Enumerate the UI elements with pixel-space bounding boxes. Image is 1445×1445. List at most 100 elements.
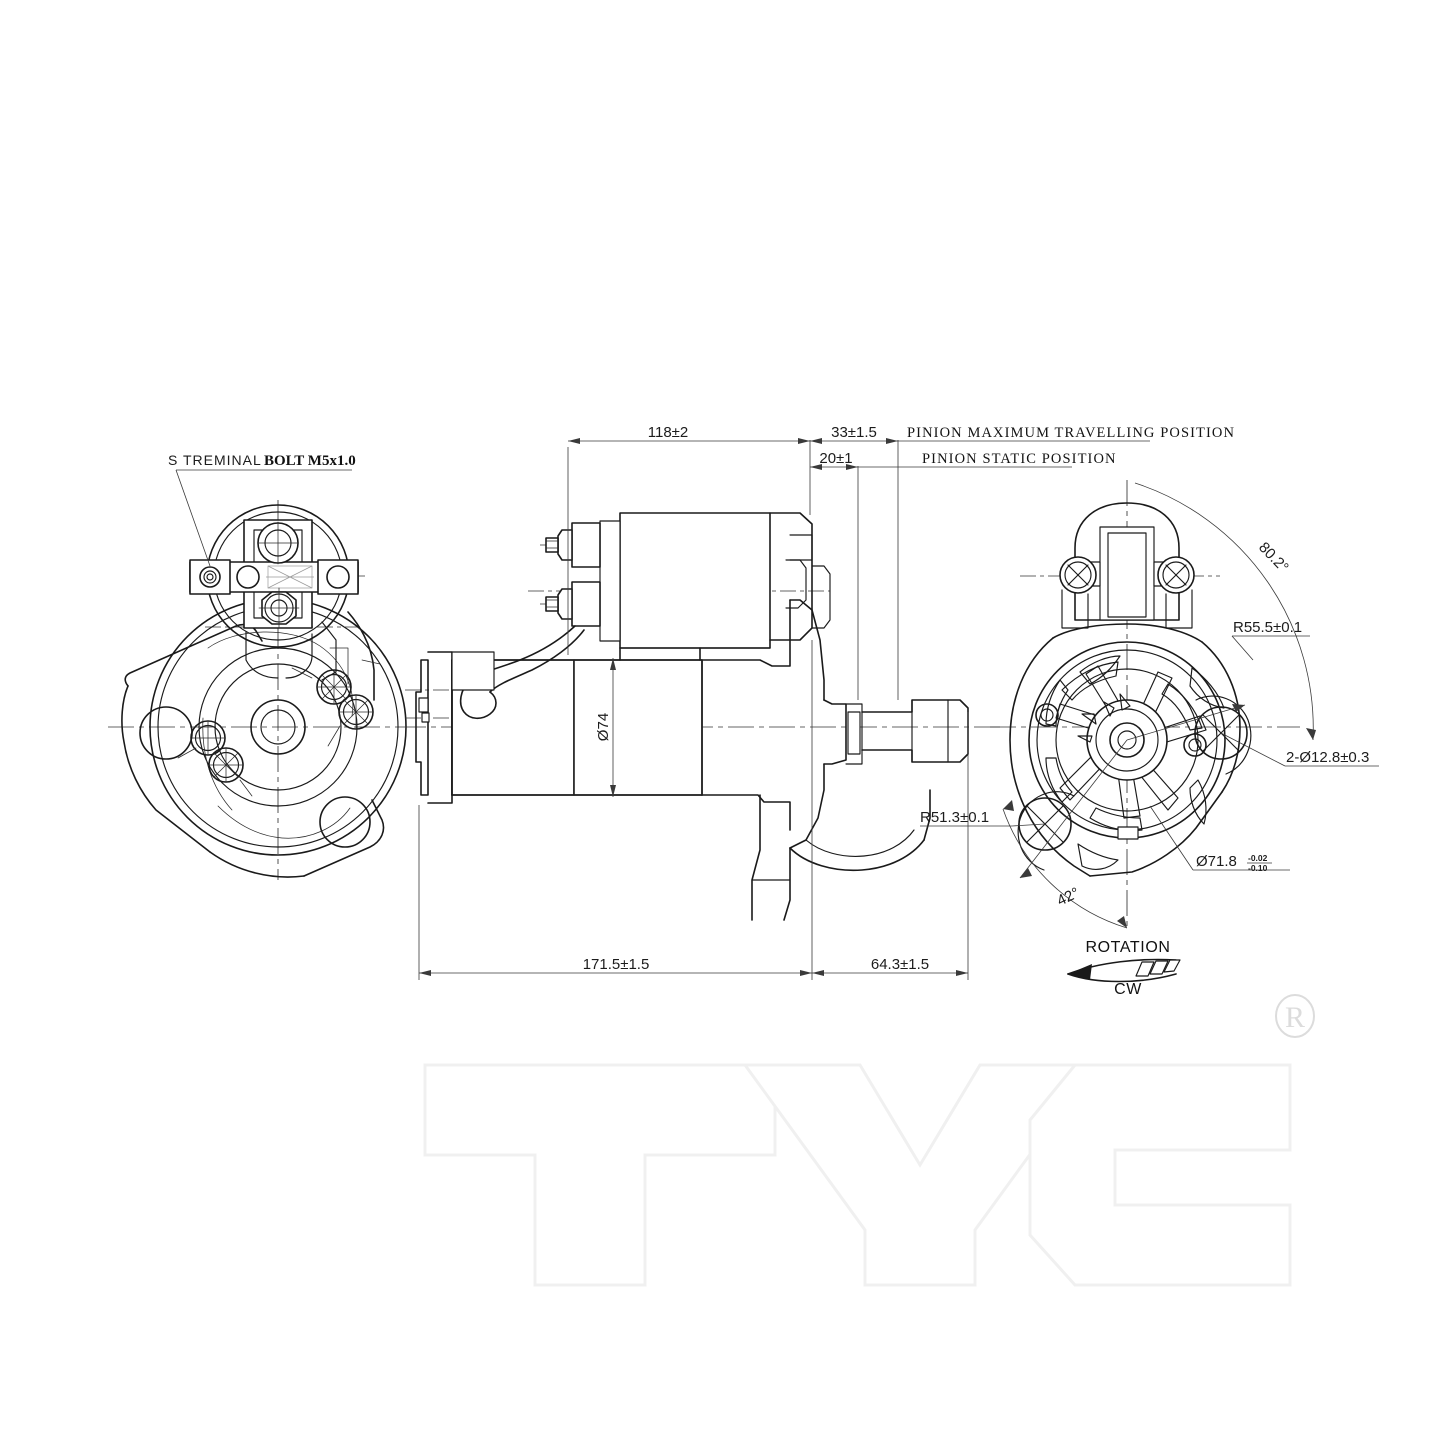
mount-foot-riser: [923, 789, 931, 841]
nose-housing-upper: [789, 599, 825, 701]
s-terminal-hole: [199, 566, 221, 588]
bolt-head-lower: [258, 587, 300, 629]
boss-leader-2: [327, 725, 341, 747]
motor-yoke-right-segment: [573, 659, 703, 796]
arrow-118-left: [568, 438, 580, 444]
dim-angle-42: 42°: [1054, 884, 1082, 909]
note-pinion-static: PINION STATIC POSITION: [922, 451, 1117, 467]
arrow-dia74-top: [610, 658, 616, 670]
nose-housing-lower: [789, 763, 825, 849]
cast-pocket-3: [1045, 757, 1073, 803]
solenoid-rear-cap: [769, 512, 813, 641]
rear-cap-notch: [418, 697, 429, 713]
rotation-arrow-feather: [1135, 959, 1181, 977]
gear-housing-right: [783, 847, 791, 921]
field-lead-inner: [489, 629, 585, 693]
radius-line-r55-5: [1126, 704, 1246, 741]
housing-right-contour: [1201, 641, 1241, 793]
middle-view-side-elevation: 118±2 33±1.5 20±1 PINION MAXIMUM TRAVELL…: [400, 424, 1235, 980]
label-s-terminal: S TREMINAL: [168, 452, 262, 468]
solenoid-bolt-left: [1059, 556, 1097, 594]
rotation-arrow-head: [1068, 964, 1092, 980]
arrow-dia74-bottom: [610, 785, 616, 797]
lead-terminal-block: [451, 651, 495, 691]
dim-118: 118±2: [648, 424, 689, 441]
arrow-42-left: [1003, 800, 1014, 811]
screw-boss-upper-right: [316, 669, 352, 705]
dim-33: 33±1.5: [831, 424, 877, 441]
housing-upper-right-wall: [347, 611, 375, 701]
dim-angle-80-2: 80.2°: [1255, 539, 1292, 576]
relief-triangle-4: [1189, 779, 1207, 825]
dim-r55-5: R55.5±0.1: [1233, 619, 1302, 636]
solenoid-bracket-arm: [321, 621, 337, 681]
arrow-64-right: [956, 970, 968, 976]
drive-housing-bottom: [701, 794, 791, 831]
arrow-64-left: [812, 970, 824, 976]
s-terminal-hole-core: [206, 573, 214, 581]
solenoid-body: [619, 512, 771, 649]
arrow-20-right: [846, 464, 858, 470]
arrow-33-right: [886, 438, 898, 444]
solenoid-rear-detail: [789, 534, 813, 561]
arrow-171-left: [419, 970, 431, 976]
spring-hatch-region: [266, 565, 314, 589]
pinion-position-notes: PINION MAXIMUM TRAVELLING POSITION PINIO…: [858, 425, 1235, 468]
arrow-r55-5-tip: [1232, 704, 1245, 712]
mounting-hole-left: [139, 706, 193, 760]
solenoid-bracket-detail: [329, 647, 349, 685]
solenoid-plunger-detail: [785, 559, 807, 609]
rear-cap-notch-2: [421, 712, 430, 723]
pilot-groove: [847, 711, 861, 755]
flange-upper-left-edge: [124, 623, 263, 687]
s-terminal-hole-inner: [203, 570, 217, 584]
rear-cover-band: [427, 651, 453, 804]
dim-dia-74: Ø74: [595, 713, 612, 741]
rear-cap-profile: [415, 659, 429, 796]
arrow-33-left: [810, 438, 822, 444]
radius-line-r51-3: [1019, 739, 1128, 879]
top-dimension-chain: 118±2 33±1.5 20±1: [567, 424, 899, 700]
dim-r51-3: R51.3±0.1: [920, 809, 989, 826]
dim-dia-74-group: Ø74: [595, 658, 616, 797]
terminal-eye-right: [317, 559, 359, 595]
dim-20: 20±1: [819, 450, 852, 467]
ear-left-outline: [1017, 791, 1075, 871]
label-rotation: ROTATION: [1085, 939, 1170, 956]
leader-r51-3: [1011, 823, 1046, 827]
arrow-171-right: [800, 970, 812, 976]
bearing-boss-circle: [198, 647, 358, 807]
leader-dia-71-8: [1149, 805, 1194, 871]
gear-housing-left: [751, 794, 761, 921]
solenoid-mount-ear: [811, 565, 831, 629]
dim-64-3: 64.3±1.5: [871, 956, 929, 973]
boss-leader-4: [239, 779, 253, 797]
nose-housing-pilot: [823, 699, 847, 765]
label-bolt-spec: BOLT M5x1.0: [264, 453, 356, 469]
relief-triangle-3: [1077, 843, 1119, 870]
solenoid-core-inner: [1107, 532, 1147, 618]
arrow-80-2: [1306, 728, 1316, 740]
locating-boss-right: [1183, 733, 1207, 757]
solenoid-front-flange: [599, 520, 621, 642]
housing-top-contour: [1052, 623, 1203, 643]
dim-171-5: 171.5±1.5: [583, 956, 650, 973]
terminal-lower-assembly: [545, 581, 601, 627]
pilot-boss: [845, 703, 863, 765]
mounting-hole-lower-right: [319, 796, 371, 848]
boss-leader-3: [177, 747, 197, 759]
drive-housing-top: [701, 599, 791, 667]
arrow-20-left: [810, 464, 822, 470]
screw-boss-left: [190, 720, 226, 756]
housing-cast-relief-lower: [217, 805, 351, 839]
note-pinion-maximum: PINION MAXIMUM TRAVELLING POSITION: [907, 425, 1235, 441]
bottom-dimension-chain: 171.5±1.5 64.3±1.5: [418, 640, 969, 980]
bolt-head-upper: [257, 521, 299, 565]
cast-pocket-4: [1089, 807, 1143, 832]
solenoid-neck-left: [245, 631, 279, 679]
shaft-center-circle: [260, 709, 296, 745]
right-view-drive-end-face: 80.2° R55.5±0.1 2-Ø12.8±0.3 R51.3±0.1 Ø7…: [920, 480, 1379, 998]
terminal-hole-mid: [236, 565, 260, 589]
